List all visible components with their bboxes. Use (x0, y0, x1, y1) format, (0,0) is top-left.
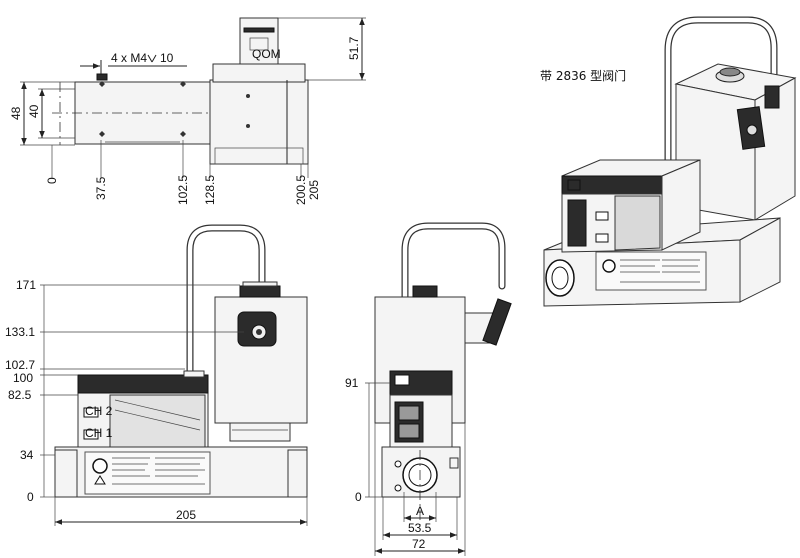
top-view-valve-cap (212, 63, 306, 83)
top-view-connector-window (249, 37, 269, 51)
side-y-dim-91: 91 (345, 376, 359, 390)
y-dim-82-5: 82.5 (8, 388, 32, 402)
side-y-dim-0: 0 (355, 490, 362, 504)
iso-view: 带 2836 型阀门 (540, 16, 797, 307)
x-dim-102-5: 102.5 (176, 175, 190, 205)
iso-nameplate (595, 251, 707, 291)
x-dim-37-5: 37.5 (94, 176, 108, 200)
x-dim-0: 0 (45, 177, 59, 184)
ch1-label: CH 1 (85, 426, 113, 440)
side-dim-53-5: 53.5 (408, 521, 432, 535)
top-view-connector (239, 17, 279, 65)
caption: 带 2836 型阀门 (540, 68, 626, 83)
top-view: QOM 4 x M4 10 48 40 (9, 17, 366, 205)
x-dim-205: 205 (307, 180, 321, 200)
y-dim-0: 0 (27, 490, 34, 504)
x-dim-128-5: 128.5 (203, 175, 217, 205)
top-view-valve (209, 79, 309, 165)
side-dim-a: A (416, 504, 424, 518)
dim-48: 48 (9, 106, 23, 120)
x-dim-200-5: 200.5 (294, 175, 308, 205)
y-dim-102-7: 102.7 (5, 358, 35, 372)
y-dim-171: 171 (16, 278, 36, 292)
mount-holes (96, 73, 186, 137)
top-view-connector-band (243, 27, 275, 33)
side-view: 91 0 A 53.5 72 (345, 222, 512, 556)
side-dim-72: 72 (412, 537, 426, 551)
dim-40: 40 (27, 104, 41, 118)
width-205: 205 (176, 508, 196, 522)
y-dim-100: 100 (13, 371, 33, 385)
thread-note: 4 x M4 (111, 51, 147, 65)
front-nameplate (84, 451, 211, 495)
ch2-label: CH 2 (85, 404, 113, 418)
dim-51-7: 51.7 (347, 36, 361, 60)
y-dim-133-1: 133.1 (5, 325, 35, 339)
thread-depth: 10 (160, 51, 174, 65)
y-dim-34: 34 (20, 448, 34, 462)
qom-label: QOM (252, 47, 281, 61)
front-view: CH 2 CH 1 171 133.1 102.7 100 82.5 34 0 (5, 224, 308, 526)
